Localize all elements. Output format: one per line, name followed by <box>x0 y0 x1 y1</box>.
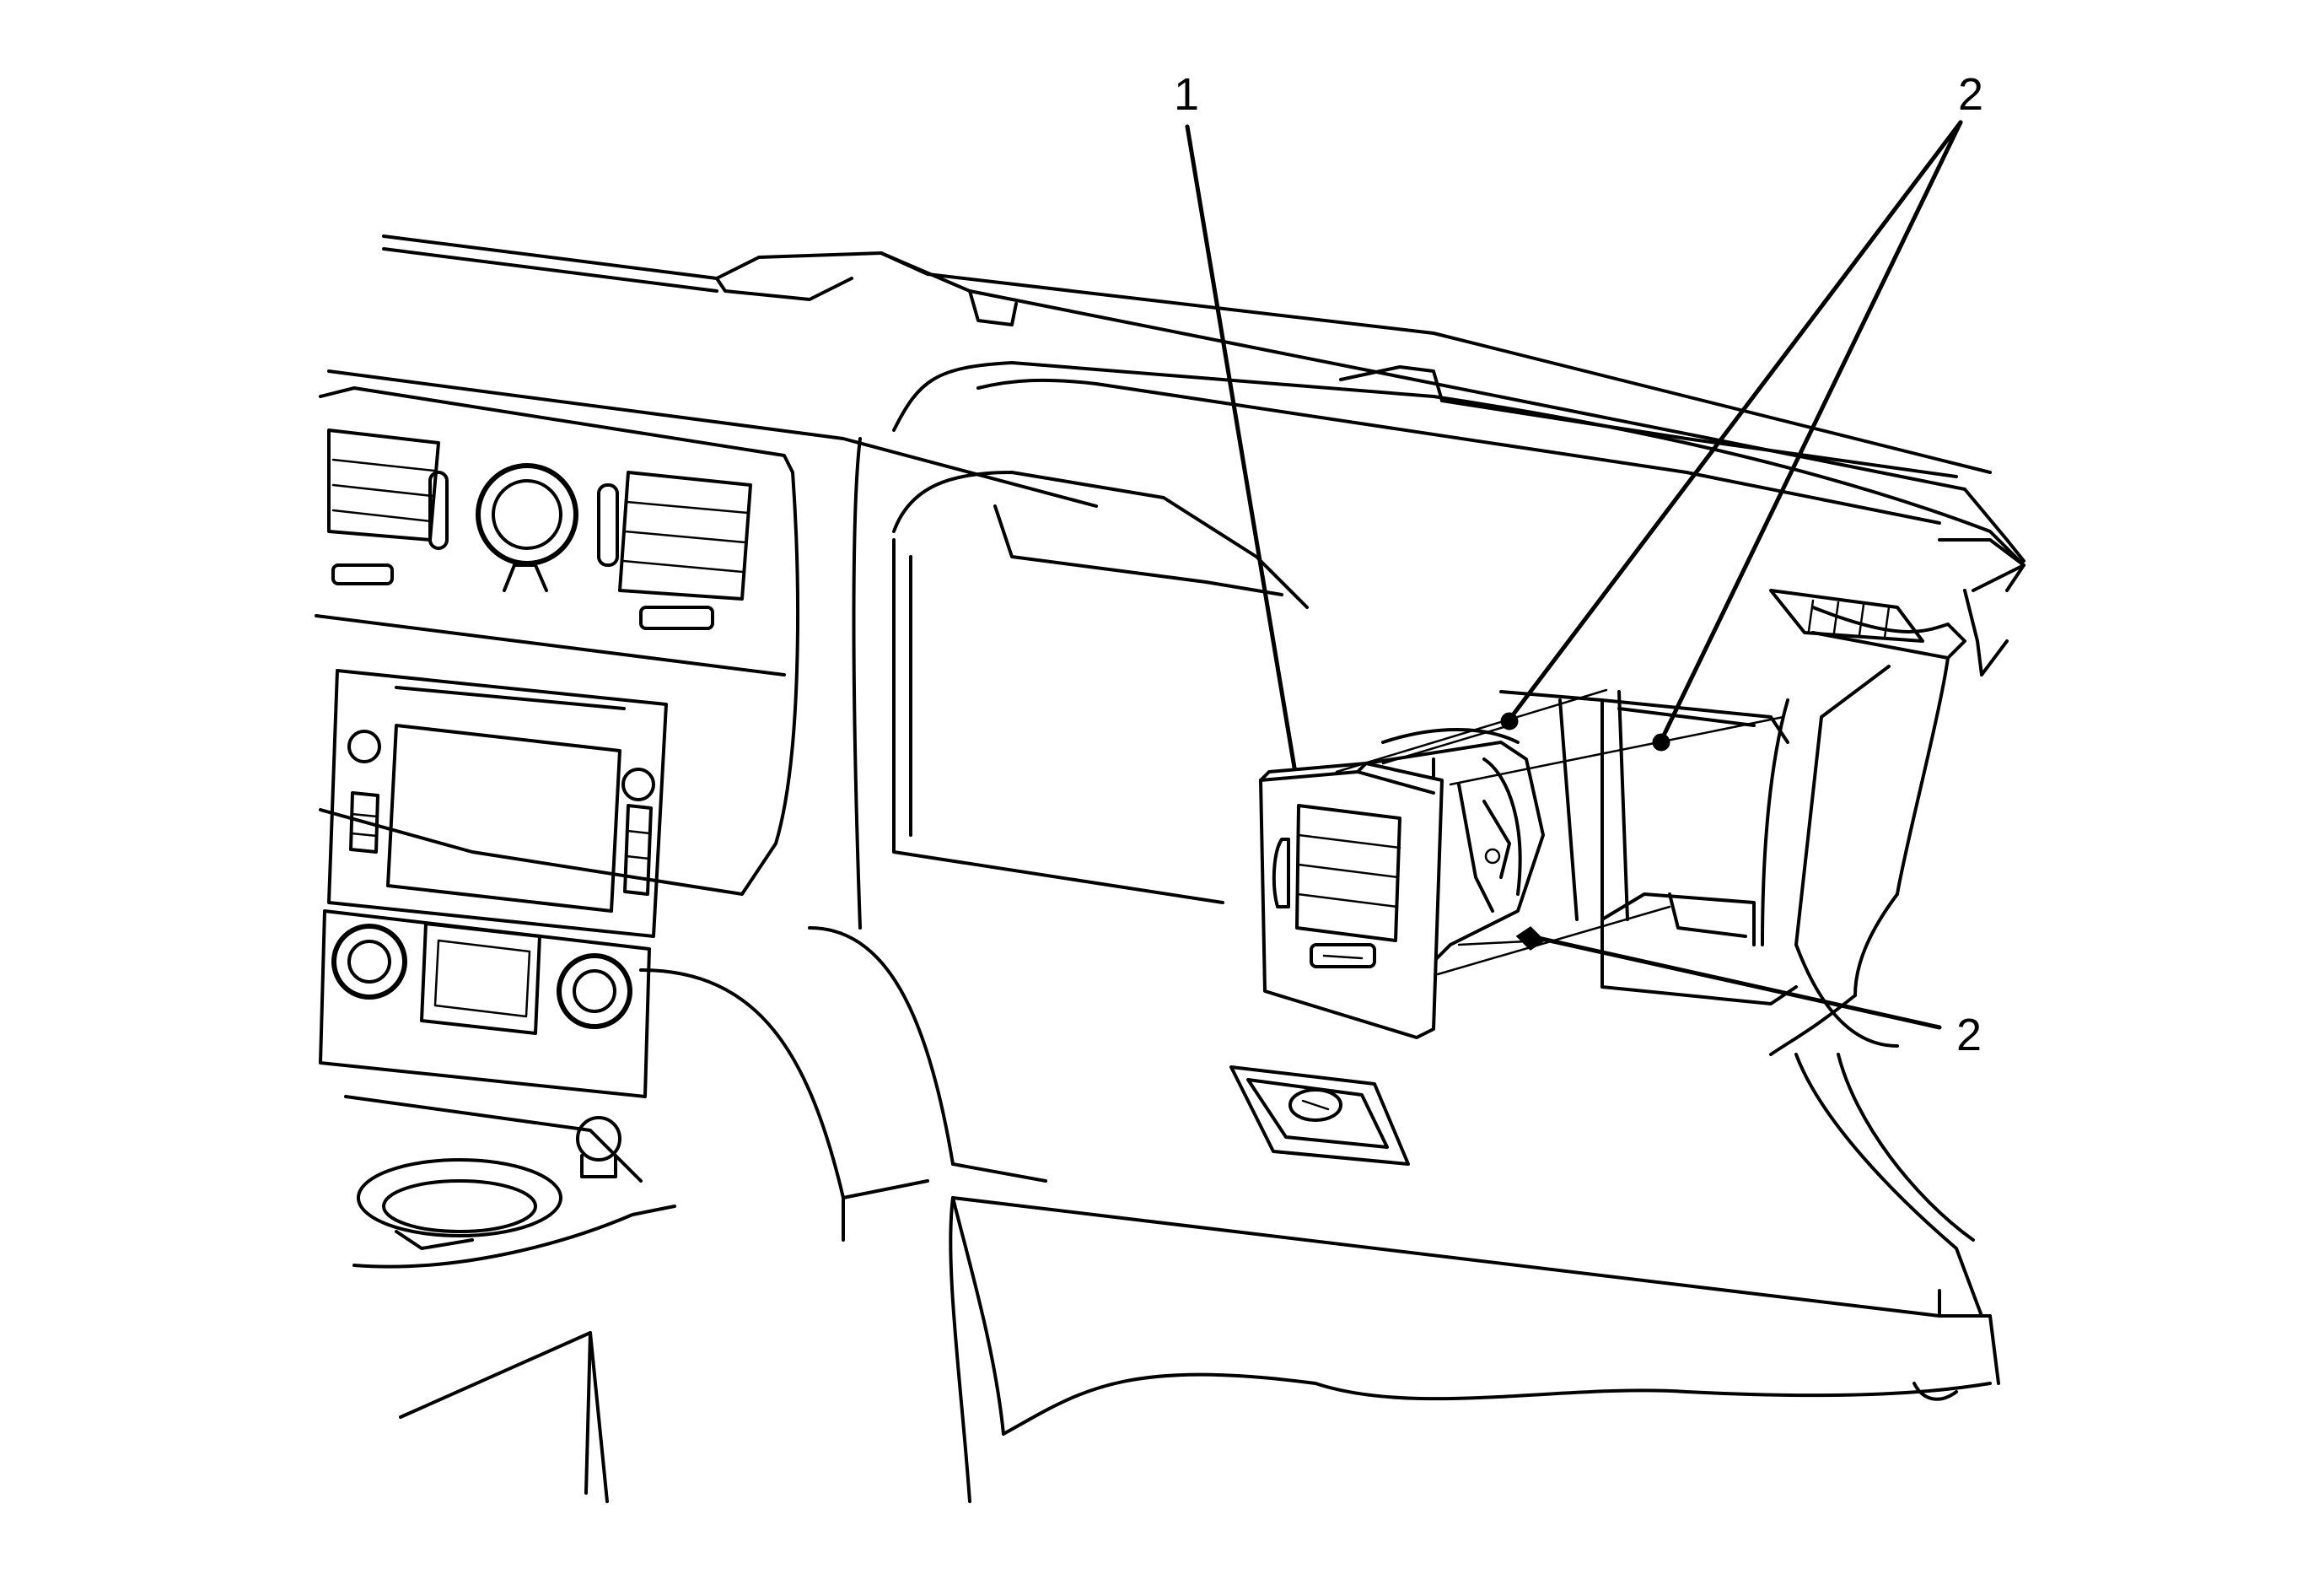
clock <box>476 463 578 592</box>
glove-box-panel <box>639 471 2000 1503</box>
leader-1 <box>1185 124 1297 770</box>
right-dash-end <box>1769 538 2025 1318</box>
air-vent-assembly <box>1259 728 1545 1039</box>
callout-2-bottom: 2 <box>1956 1010 1982 1060</box>
callout-1: 1 <box>1174 69 1199 120</box>
side-window-defog-vent <box>1769 589 1924 643</box>
center-stack <box>315 386 799 1098</box>
upper-dash-rim <box>382 234 1992 491</box>
callout-2-top: 2 <box>1958 69 1983 120</box>
dash-upper-surface <box>327 361 2025 930</box>
vent-duct-opening <box>1499 690 1798 1005</box>
climate-controls <box>319 909 651 1098</box>
center-console <box>344 1095 676 1503</box>
leader-2-a <box>1507 120 1963 722</box>
leader-2-c <box>1528 934 1942 1030</box>
glove-box-handle <box>1229 1065 1410 1166</box>
right-center-vent <box>597 471 752 630</box>
left-center-vent <box>327 429 449 585</box>
radio-head-unit <box>327 669 668 938</box>
leader-2-b <box>1659 120 1963 743</box>
leader-lines <box>1185 120 1963 1030</box>
